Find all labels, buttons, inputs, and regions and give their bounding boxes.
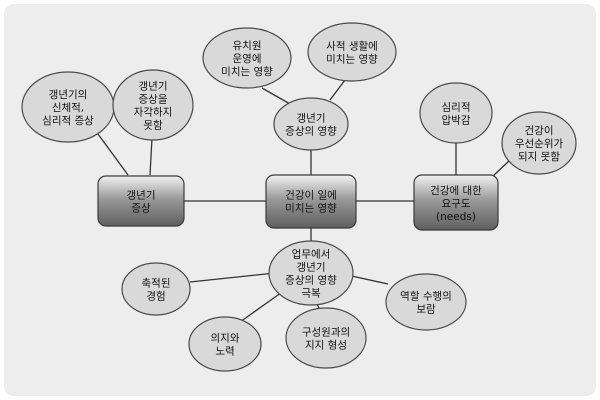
label-priority-line: 우선순위가 xyxy=(515,137,564,150)
bubble-experience xyxy=(121,262,191,316)
box-left-hub xyxy=(97,175,185,227)
bubble-kindergarten xyxy=(202,27,292,89)
label-support-line: 지지 형성 xyxy=(305,340,347,352)
label-symptoms-line: 신체적, xyxy=(52,102,84,114)
bubble-will xyxy=(188,316,262,372)
label-unaware-line: 갱년기 xyxy=(139,81,168,93)
label-unaware-line: 못함 xyxy=(143,120,163,132)
label-reward-line: 역할 수행의 xyxy=(400,291,452,303)
bubble-top-hub xyxy=(273,97,349,151)
label-bottom-hub-line: 업무에서 xyxy=(292,248,331,261)
connector-leaf-priority xyxy=(491,159,511,178)
label-priority-line: 건강이 xyxy=(525,125,554,137)
label-bottom-hub-line: 극복 xyxy=(301,288,321,300)
label-kindergarten-line: 유치원 xyxy=(233,40,262,52)
label-top-hub-line: 갱년기 xyxy=(297,113,326,125)
connector-lines xyxy=(94,79,511,323)
bubble-support xyxy=(285,307,367,369)
label-unaware-line: 자각하지 xyxy=(134,106,173,119)
label-symptoms-line: 갱년기의 xyxy=(49,89,88,101)
bubble-private-life xyxy=(307,22,397,82)
box-right-hub xyxy=(413,174,499,231)
bubble-bottom-hub xyxy=(268,240,354,306)
label-bottom-hub-line: 갱년기 xyxy=(297,262,326,274)
label-experience-line: 경험 xyxy=(146,290,165,303)
label-left-hub-line: 증상 xyxy=(131,203,151,215)
hub-boxes xyxy=(97,174,499,231)
leaf-bubbles xyxy=(21,22,577,372)
label-center-line: 미치는 영향 xyxy=(285,203,337,215)
box-center xyxy=(265,174,357,229)
label-experience-line: 축적된 xyxy=(142,278,171,290)
label-priority-line: 되지 못함 xyxy=(518,151,560,163)
bubble-pressure xyxy=(419,82,493,144)
connector-leaf-experience xyxy=(189,272,276,283)
label-will-line: 의지와 xyxy=(211,333,240,345)
label-right-hub-line: (needs) xyxy=(436,211,476,223)
label-unaware-line: 증상을 xyxy=(139,94,168,106)
connector-leaf-symptoms xyxy=(94,129,129,176)
connector-leaf-will xyxy=(239,289,286,323)
connector-leaf-kindergarten xyxy=(261,87,291,105)
label-right-hub-line: 건강에 대한 xyxy=(430,185,482,197)
label-pressure-line: 압박감 xyxy=(442,114,471,127)
label-left-hub-line: 갱년기 xyxy=(127,190,156,202)
connector-leaf-private-life xyxy=(329,79,346,101)
label-support-line: 구성원과의 xyxy=(302,327,350,339)
label-pressure-line: 심리적 xyxy=(442,102,471,114)
label-center-line: 건강이 일에 xyxy=(285,189,337,202)
bubble-reward xyxy=(385,273,467,331)
label-symptoms-line: 심리적 증상 xyxy=(42,115,94,127)
label-right-hub-line: 요구도 xyxy=(442,198,471,210)
connector-leaf-unaware xyxy=(149,137,153,176)
label-private-life-line: 사적 생활에 xyxy=(326,40,378,53)
label-will-line: 노력 xyxy=(215,346,234,358)
bubble-unaware xyxy=(112,69,194,141)
label-bottom-hub-line: 증상의 영향 xyxy=(285,275,337,287)
label-top-hub-line: 증상의 영향 xyxy=(285,126,337,138)
connector-leaf-reward xyxy=(346,274,389,285)
label-kindergarten-line: 운영에 xyxy=(233,53,262,65)
label-private-life-line: 미치는 영향 xyxy=(326,54,378,66)
bubble-priority xyxy=(501,111,577,175)
label-kindergarten-line: 미치는 영향 xyxy=(221,66,273,78)
label-reward-line: 보람 xyxy=(416,303,436,316)
